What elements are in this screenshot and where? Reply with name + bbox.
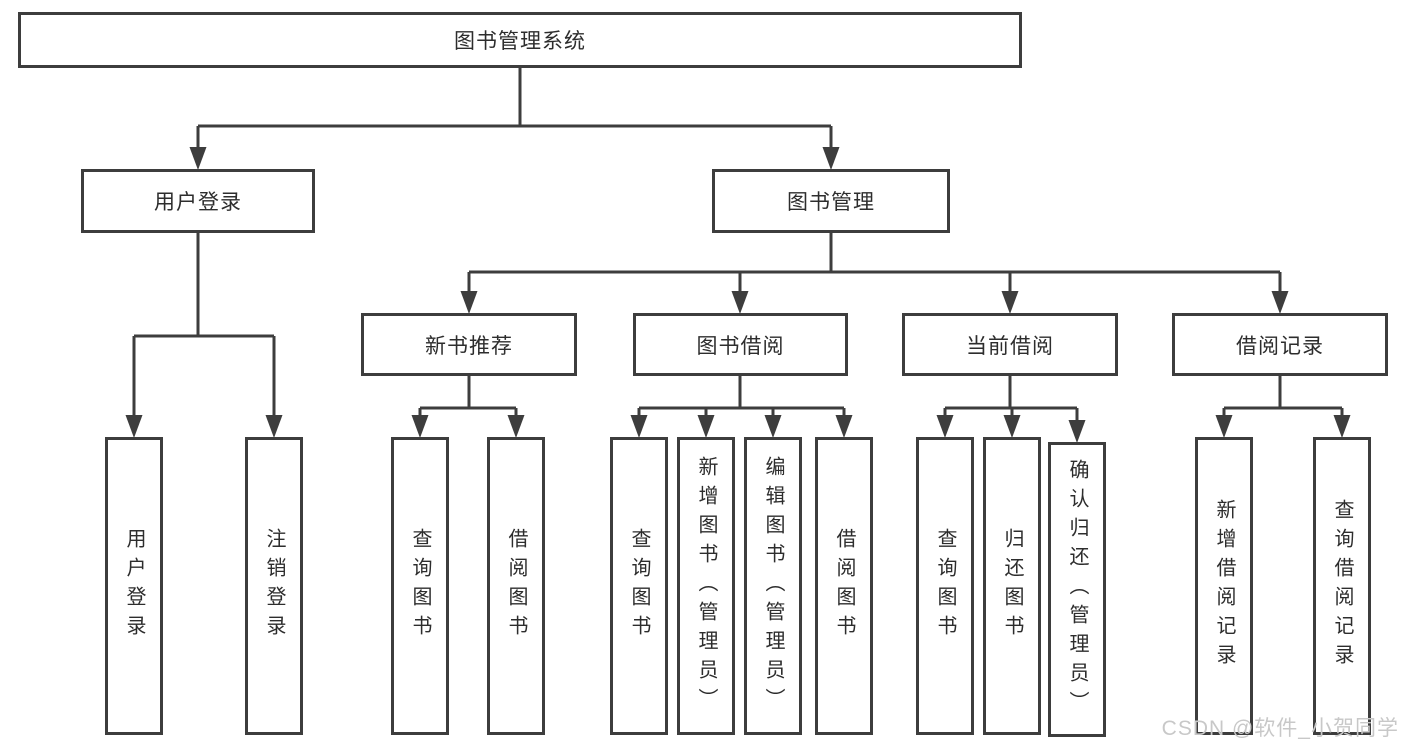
node-book-borrow: 图书借阅	[633, 313, 848, 376]
leaf-logout: 注销登录	[245, 437, 303, 735]
arrowhead-icons	[125, 147, 1351, 443]
leaf-label: 用户登录	[123, 528, 145, 644]
leaf-label: 借阅图书	[833, 528, 855, 644]
node-current-borrow: 当前借阅	[902, 313, 1118, 376]
leaf-label: 确认归还（管理员）	[1066, 459, 1088, 720]
leaf-query-books-rec: 查询图书	[391, 437, 449, 735]
leaf-label: 注销登录	[263, 528, 285, 644]
node-book-management-branch: 图书管理	[712, 169, 950, 233]
leaf-label: 查询图书	[409, 528, 431, 644]
leaf-label: 编辑图书（管理员）	[762, 455, 784, 717]
leaf-label: 查询借阅记录	[1331, 499, 1353, 673]
leaf-label: 新增图书（管理员）	[695, 455, 717, 717]
leaf-borrow-books: 借阅图书	[815, 437, 873, 735]
leaf-edit-books-admin: 编辑图书（管理员）	[744, 437, 802, 735]
leaf-borrow-books-rec: 借阅图书	[487, 437, 545, 735]
leaf-confirm-return-admin: 确认归还（管理员）	[1048, 442, 1106, 737]
leaf-label: 查询图书	[934, 528, 956, 644]
leaf-add-books-admin: 新增图书（管理员）	[677, 437, 735, 735]
leaf-label: 借阅图书	[505, 528, 527, 644]
node-root-system: 图书管理系统	[18, 12, 1022, 68]
leaf-label: 查询图书	[628, 528, 650, 644]
leaf-query-books-borrow: 查询图书	[610, 437, 668, 735]
csdn-watermark: CSDN @软件_小贺同学	[1161, 717, 1399, 740]
leaf-user-login: 用户登录	[105, 437, 163, 735]
leaf-return-books: 归还图书	[983, 437, 1041, 735]
node-user-login-branch: 用户登录	[81, 169, 315, 233]
leaf-label: 新增借阅记录	[1213, 499, 1235, 673]
leaf-query-books-current: 查询图书	[916, 437, 974, 735]
leaf-label: 归还图书	[1001, 528, 1023, 644]
leaf-add-borrow-record: 新增借阅记录	[1195, 437, 1253, 735]
node-new-book-recommend: 新书推荐	[361, 313, 577, 376]
leaf-query-borrow-record: 查询借阅记录	[1313, 437, 1371, 735]
node-borrow-records: 借阅记录	[1172, 313, 1388, 376]
